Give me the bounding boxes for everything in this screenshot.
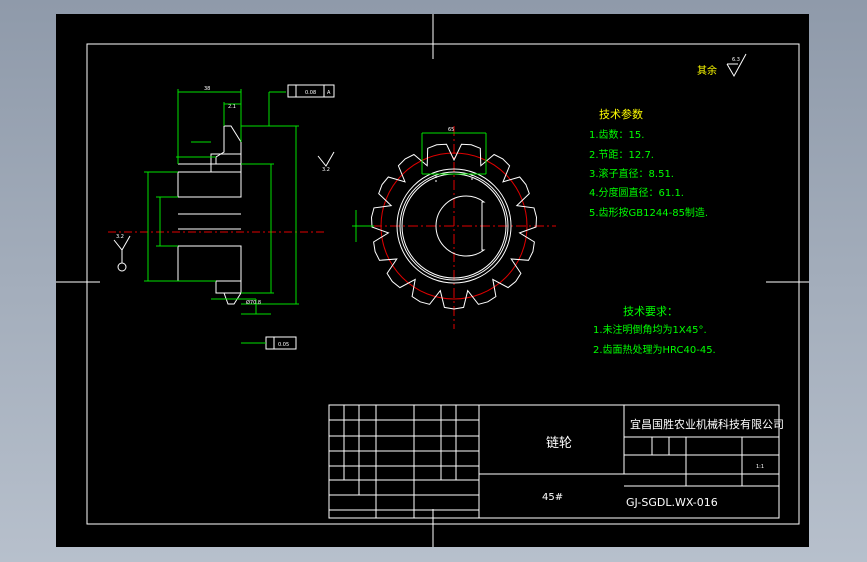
svg-text:0.08: 0.08 <box>305 90 316 96</box>
bore-keyway <box>435 195 486 257</box>
sprocket-view: 65 <box>352 126 556 329</box>
dim-keyway: 65 <box>448 127 454 133</box>
tech-param-4: 4.分度圆直径：61.1. <box>589 186 684 199</box>
part-name: 链轮 <box>546 436 572 451</box>
roughness-value: 6.3 <box>732 57 740 63</box>
dim-tip: Ø70.8 <box>246 299 261 306</box>
roughness-right: 3.2 <box>317 151 335 173</box>
tech-param-2: 2.节距：12.7. <box>589 149 654 161</box>
scale: 1:1 <box>756 464 764 470</box>
svg-text:A: A <box>327 90 331 96</box>
tolerance-frame-bottom: 0.05 <box>241 336 297 350</box>
tech-requirements: 技术要求： 1.未注明倒角均为1X45°. 2.齿面热处理为HRC40-45. <box>593 305 716 356</box>
svg-text:0.05: 0.05 <box>278 342 289 348</box>
drawing-number: GJ-SGDL.WX-016 <box>626 496 718 509</box>
pitch-circle <box>380 152 528 300</box>
surface-finish-note: 其余 <box>697 64 717 77</box>
section-view: 38 2.1 Ø70.8 <box>108 86 326 315</box>
dim-top-width: 38 <box>204 86 210 92</box>
tech-param-5: 5.齿形按GB1244-85制造. <box>589 206 708 219</box>
drawing-canvas: 其余 6.3 <box>56 14 809 547</box>
dim-hub-offset: 2.1 <box>228 104 236 110</box>
tech-params: 技术参数 1.齿数：15. 2.节距：12.7. 3.滚子直径：8.51. 4.… <box>589 107 708 219</box>
tech-req-2: 2.齿面热处理为HRC40-45. <box>593 343 716 356</box>
tolerance-frame-top: 0.08 A <box>287 84 335 98</box>
svg-text:3.2: 3.2 <box>322 167 330 173</box>
tech-param-3: 3.滚子直径：8.51. <box>589 167 674 180</box>
tech-req-1: 1.未注明倒角均为1X45°. <box>593 323 707 336</box>
tech-param-1: 1.齿数：15. <box>589 128 644 141</box>
drawing-border <box>86 43 800 525</box>
title-block: 链轮 45# 宜昌国胜农业机械科技有限公司 GJ-SGDL.WX-016 1:1 <box>328 404 784 519</box>
svg-text:3.2: 3.2 <box>116 234 124 240</box>
roughness-symbol <box>726 53 747 78</box>
material: 45# <box>542 492 563 503</box>
roughness-left: 3.2 <box>113 234 131 272</box>
company-name: 宜昌国胜农业机械科技有限公司 <box>630 417 784 431</box>
sprocket-teeth <box>370 143 538 310</box>
drawing-sheet[interactable]: 其余 6.3 <box>56 14 809 547</box>
tech-req-heading: 技术要求： <box>623 305 678 318</box>
tech-params-heading: 技术参数 <box>599 107 643 121</box>
